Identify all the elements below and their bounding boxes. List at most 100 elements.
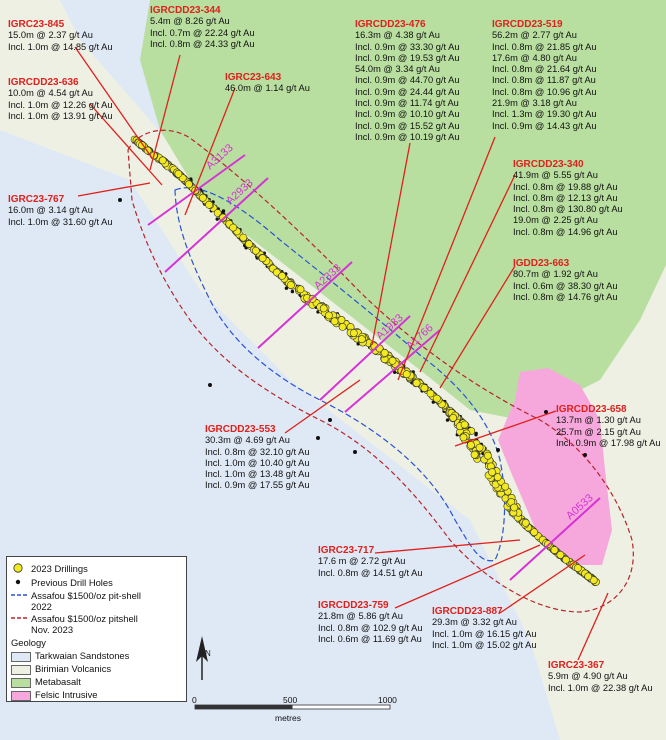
intercept-line: Incl. 0.8m @ 21.64 g/t Au (492, 64, 597, 75)
intercept-line: Incl. 0.9m @ 17.55 g/t Au (205, 480, 310, 491)
metabasalt-area (140, 0, 666, 420)
drill-2023-marker (380, 348, 389, 357)
drill-2023-marker (245, 240, 253, 248)
intercept-line: 13.7m @ 1.30 g/t Au (556, 415, 641, 426)
drill-2023-marker (589, 576, 598, 585)
drill-2023-marker (420, 384, 429, 392)
section-line (509, 497, 601, 581)
drill-2023-marker (229, 223, 238, 232)
felsic-swatch (11, 690, 31, 701)
intercept-line: 21.8m @ 5.86 g/t Au (318, 611, 403, 622)
intercept-line: Incl. 1.0m @ 10.40 g/t Au (205, 457, 310, 468)
legend-previous-label: Previous Drill Holes (31, 577, 113, 588)
legend-row-drillings: 2023 Drillings (11, 563, 88, 574)
metabasalt-swatch (11, 677, 31, 688)
drill-2023-marker (357, 335, 366, 344)
intercept-line: Incl. 1.0m @ 22.38 g/t Au (548, 682, 653, 693)
legend-geology-title: Geology (11, 637, 46, 648)
drill-2023-marker (330, 317, 339, 326)
drill-2023-marker (402, 370, 411, 379)
intercept-line: Incl. 0.9m @ 44.70 g/t Au (355, 75, 460, 86)
drill-2023-marker (278, 271, 286, 280)
intercept-line: Incl. 0.9m @ 17.98 g/t Au (556, 437, 661, 448)
drill-2023-marker (286, 281, 295, 289)
intercept-line: 5.4m @ 8.26 g/t Au (150, 16, 230, 27)
section-line (344, 329, 441, 413)
intercept-line: 56.2m @ 2.77 g/t Au (492, 30, 577, 41)
drill-2023-marker (338, 322, 347, 331)
intercept-line: Incl. 0.9m @ 10.19 g/t Au (355, 131, 460, 142)
previous-hole-marker (284, 286, 289, 290)
drill-2023-marker (349, 329, 358, 337)
previous-hole-marker (353, 450, 357, 454)
legend-drillings-label: 2023 Drillings (31, 563, 88, 574)
map-legend: 2023 Drillings Previous Drill Holes Assa… (6, 556, 187, 702)
drill-2023-marker (475, 443, 484, 452)
scale-unit-label: metres (275, 713, 301, 723)
drill-2023-marker (556, 550, 565, 559)
callout-leader-lines (74, 46, 609, 661)
pitshell-2023-outline (127, 129, 634, 613)
drill-2023-marker (550, 546, 559, 554)
leader-line (577, 592, 609, 661)
legend-pit2023-label-1: Assafou $1500/oz pitshell (31, 613, 138, 624)
intercept-line: Incl. 0.8m @ 14.96 g/t Au (513, 226, 618, 237)
intercept-line: Incl. 0.8m @ 130.80 g/t Au (513, 204, 623, 215)
leader-line (149, 54, 181, 171)
intercept-line: Incl. 0.8m @ 21.85 g/t Au (492, 41, 597, 52)
intercept-line: Incl. 0.7m @ 22.24 g/t Au (150, 27, 255, 38)
legend-row-tarkwaian: Tarkwaian Sandstones (11, 650, 129, 662)
previous-hole-marker (445, 418, 450, 422)
intercept-line: 29.3m @ 3.32 g/t Au (432, 617, 517, 628)
intercept-line: Incl. 1.0m @ 31.60 g/t Au (8, 216, 113, 227)
felsic-intrusive-area (498, 368, 612, 565)
previous-hole-marker (118, 198, 122, 202)
drill-2023-marker (296, 285, 305, 294)
leader-line (454, 410, 557, 447)
drill-2023-marker (412, 379, 421, 387)
intercept-line: 25.7m @ 2.15 g/t Au (556, 426, 641, 437)
drillhole-id: IGRCDD23-658 (556, 404, 627, 415)
legend-metabasalt-label: Metabasalt (35, 676, 81, 687)
intercept-line: 5.9m @ 4.90 g/t Au (548, 671, 628, 682)
drill-2023-marker (459, 433, 468, 442)
intercept-line: Incl. 0.8m @ 24.33 g/t Au (150, 38, 255, 49)
leader-line (499, 554, 586, 614)
drillhole-id: IGRCDD23-887 (432, 606, 503, 617)
drill-2023-marker (426, 389, 435, 398)
drill-2023-marker (510, 503, 519, 512)
drill-2023-marker (466, 441, 475, 449)
intercept-line: 80.7m @ 1.92 g/t Au (513, 269, 598, 280)
drillhole-id: IGRCDD23-553 (205, 424, 276, 435)
drillhole-id: IGRCDD23-636 (8, 77, 79, 88)
scale-bar (194, 704, 391, 710)
intercept-line: Incl. 0.8m @ 32.10 g/t Au (205, 446, 310, 457)
intercept-line: Incl. 1.0m @ 15.02 g/t Au (432, 639, 537, 650)
scale-tick-0: 0 (192, 695, 197, 705)
intercept-line: 41.9m @ 5.55 g/t Au (513, 170, 598, 181)
legend-pit2022-label-2: 2022 (31, 601, 52, 612)
leader-line (419, 174, 516, 373)
intercept-line: Incl. 1.0m @ 13.91 g/t Au (8, 110, 113, 121)
intercept-line: Incl. 0.9m @ 19.53 g/t Au (355, 52, 460, 63)
leader-line (397, 136, 496, 381)
drill-2023-marker (530, 528, 539, 537)
scale-tick-1000: 1000 (378, 695, 397, 705)
intercept-line: Incl. 0.8m @ 19.88 g/t Au (513, 181, 618, 192)
legend-felsic-label: Felsic Intrusive (35, 689, 98, 700)
drill-2023-marker (483, 451, 492, 460)
drill-2023-marker (324, 311, 333, 320)
leader-line (74, 46, 153, 159)
intercept-line: Incl. 0.8m @ 14.51 g/t Au (318, 567, 423, 578)
intercept-line: 10.0m @ 4.54 g/t Au (8, 88, 93, 99)
drill-2023-marker (184, 180, 193, 189)
